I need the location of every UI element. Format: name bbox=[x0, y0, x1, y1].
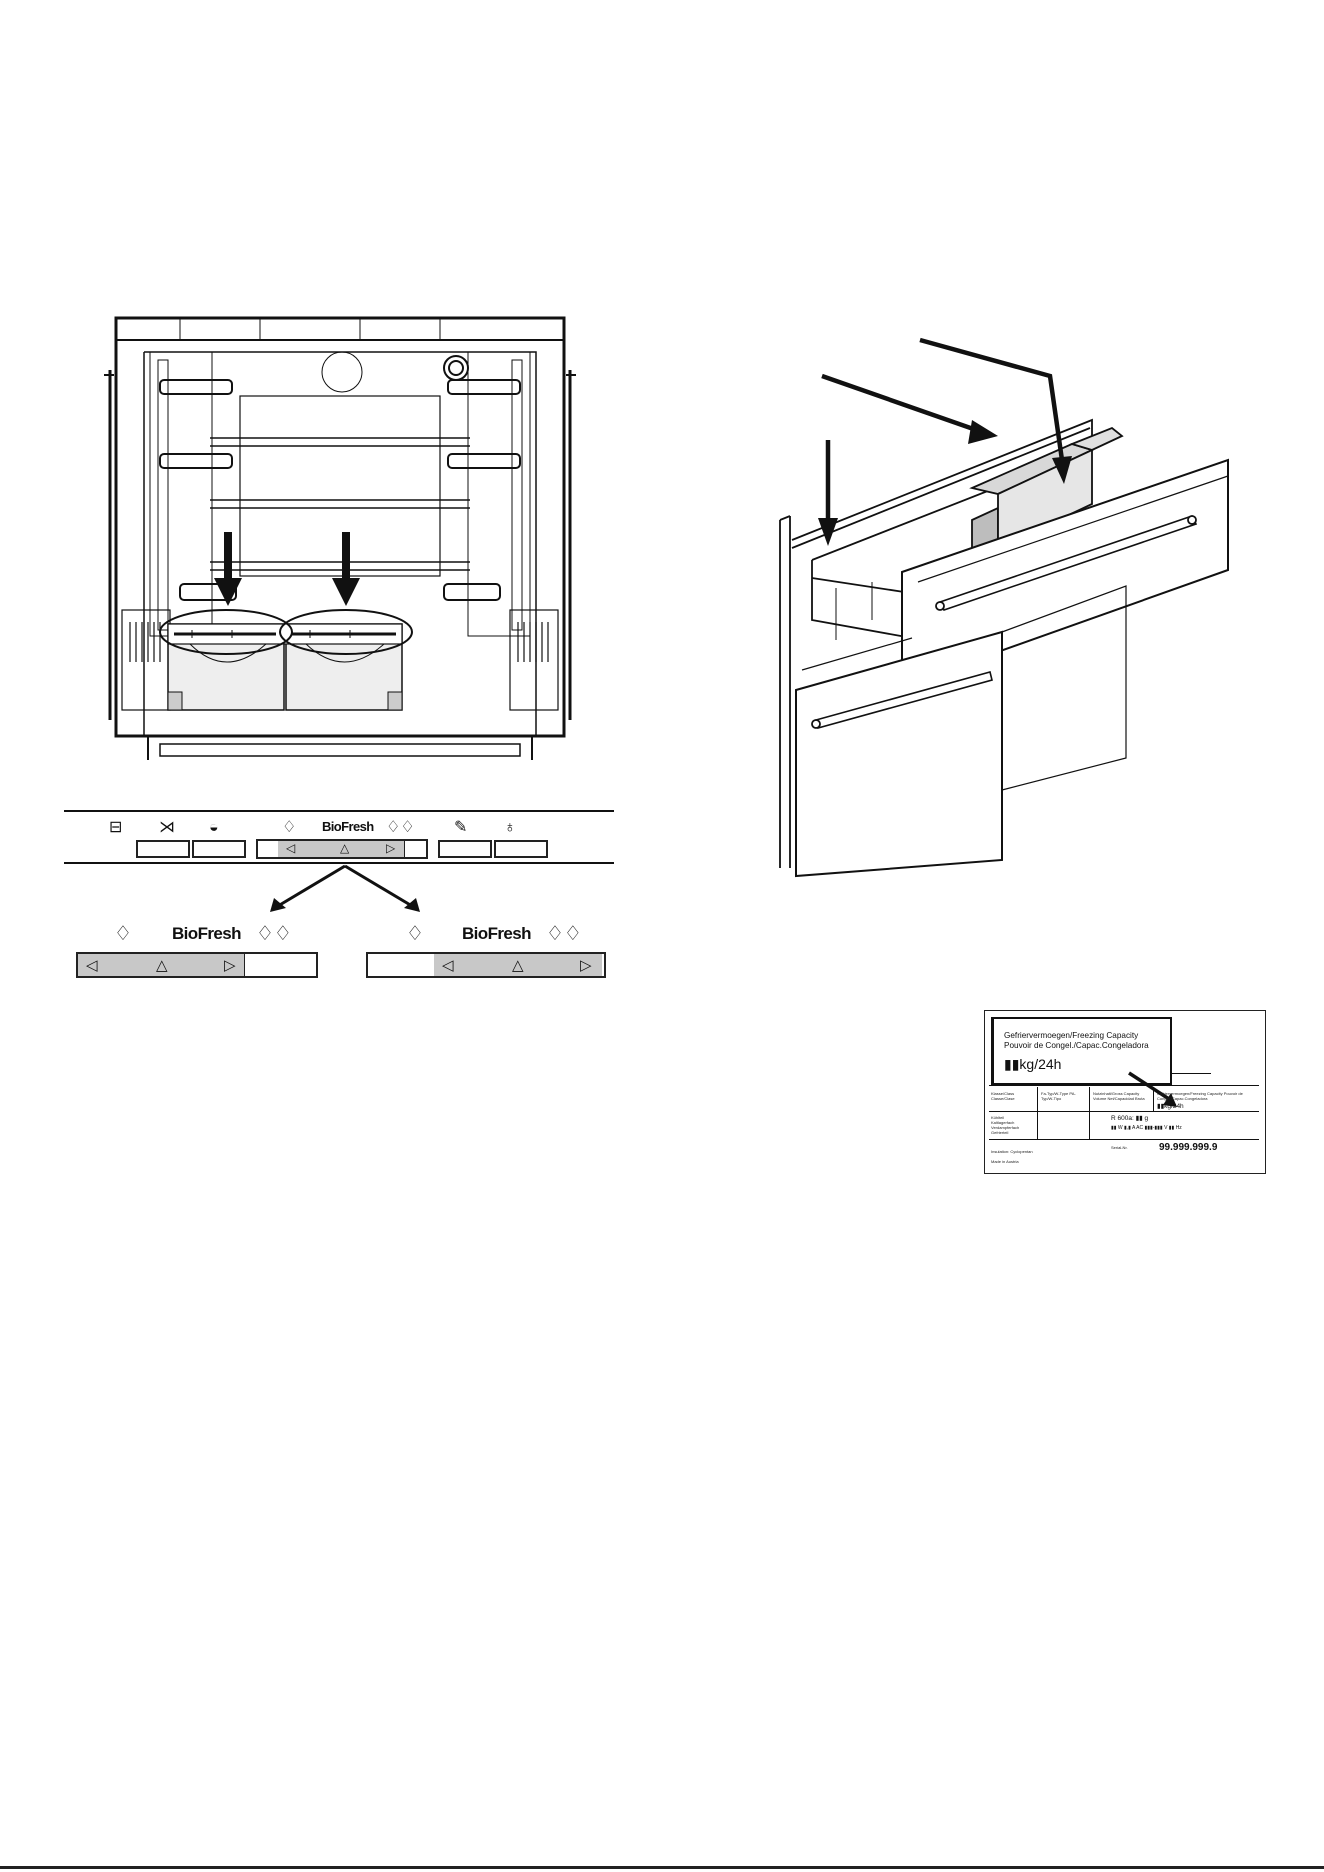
freezing-capacity-subtitle: Pouvoir de Congel./Capac.Congeladora bbox=[1004, 1041, 1149, 1050]
divider bbox=[989, 1085, 1259, 1086]
refrigerant-value: R 600a: ▮▮ g bbox=[1111, 1115, 1149, 1122]
divider bbox=[1153, 1087, 1154, 1111]
drop-icon: ♢ bbox=[406, 923, 424, 945]
row-label: Kühlteil bbox=[991, 1115, 1005, 1120]
carrot-button[interactable] bbox=[438, 840, 492, 858]
row-label: Verdampferfach bbox=[991, 1125, 1020, 1130]
expanded-panel-right: ♢ BioFresh ♢♢ ◁ △ ▷ bbox=[366, 920, 611, 980]
made-in-label: Made in Austria bbox=[991, 1159, 1019, 1164]
carrot-icon: ✎ bbox=[454, 819, 468, 836]
page-footer-rule bbox=[0, 1866, 1324, 1869]
insulation-label: Insulation: Cyclopentan bbox=[991, 1149, 1033, 1154]
divider bbox=[989, 1111, 1259, 1112]
apple-icon: ♁ bbox=[504, 819, 516, 836]
right-arrow-icon: ▷ bbox=[580, 957, 592, 974]
expanded-panel-left: ♢ BioFresh ♢♢ ◁ △ ▷ bbox=[76, 920, 321, 980]
class-label: Klasse/Class Classe/Clase bbox=[991, 1091, 1015, 1101]
divider bbox=[1089, 1087, 1090, 1139]
double-drop-icon: ♢♢ bbox=[256, 923, 292, 945]
right-arrow-icon: ▷ bbox=[224, 957, 236, 974]
biofresh-slider-left[interactable]: ◁ △ ▷ bbox=[76, 952, 318, 978]
apple-button[interactable] bbox=[494, 840, 548, 858]
type-label: Fa-Typ/W-Type PA-Typ/W-Tipo bbox=[1041, 1091, 1076, 1101]
drop-icon: ♢ bbox=[282, 819, 297, 836]
up-arrow-icon: △ bbox=[340, 841, 350, 855]
pointer-arrow-icon bbox=[1128, 1071, 1177, 1107]
cheese-icon: ◒ bbox=[209, 819, 219, 836]
left-arrow-icon: ◁ bbox=[86, 957, 98, 974]
serial-label: Serial-Nr. bbox=[1111, 1145, 1128, 1150]
rating-plate: Gefriervermoegen/Freezing Capacity Pouvo… bbox=[984, 1010, 1266, 1174]
row-label: Kaltlagerfach bbox=[991, 1120, 1015, 1125]
right-arrow-icon: ▷ bbox=[386, 841, 396, 855]
biofresh-label: BioFresh bbox=[322, 819, 374, 834]
biofresh-slider-right[interactable]: ◁ △ ▷ bbox=[366, 952, 606, 978]
left-arrow-icon: ◁ bbox=[442, 957, 454, 974]
drawer-illustration bbox=[779, 337, 1229, 878]
rating-plate-header: Gefriervermoegen/Freezing Capacity Pouvo… bbox=[991, 1017, 1172, 1085]
drop-icon: ♢ bbox=[114, 923, 132, 945]
double-drop-icon: ♢♢ bbox=[386, 819, 415, 836]
freezing-capacity-title: Gefriervermoegen/Freezing Capacity bbox=[1004, 1031, 1139, 1040]
left-arrow-icon: ◁ bbox=[286, 841, 296, 855]
fish-button[interactable] bbox=[192, 840, 246, 858]
fish-icon: ⋊ bbox=[159, 819, 175, 836]
serial-number: 99.999.999.9 bbox=[1159, 1142, 1218, 1153]
up-arrow-icon: △ bbox=[156, 957, 168, 974]
electrical-value: ▮▮ W ▮,▮ A AC ▮▮▮-▮▮▮ V ▮▮ Hz bbox=[1111, 1125, 1182, 1131]
freezing-capacity-value: ▮▮kg/24h bbox=[1004, 1056, 1062, 1072]
biofresh-label: BioFresh bbox=[462, 924, 531, 943]
control-panel-strip: ⊟ ⋊ ◒ ♢ BioFresh ♢♢ ✎ ♁ ◁ △ ▷ bbox=[64, 810, 614, 864]
biofresh-label: BioFresh bbox=[172, 924, 241, 943]
panel-top-line bbox=[64, 810, 614, 812]
divider bbox=[1037, 1087, 1038, 1139]
biofresh-slider[interactable]: ◁ △ ▷ bbox=[256, 839, 428, 859]
fridge-icon: ⊟ bbox=[109, 819, 123, 836]
capacity-label: Nutzinhalt/Gross Capacity Volume Net/Cap… bbox=[1093, 1091, 1145, 1101]
freezing-label: Gefriervermoegen/Freezing Capacity Pouvo… bbox=[1157, 1091, 1243, 1101]
split-arrows-diagram bbox=[270, 864, 420, 912]
panel-bottom-line bbox=[64, 862, 614, 864]
row-label: Gefrierteil bbox=[991, 1130, 1009, 1135]
fridge-button[interactable] bbox=[136, 840, 190, 858]
freezing-value: ▮▮kg/24h bbox=[1157, 1103, 1184, 1110]
up-arrow-icon: △ bbox=[512, 957, 524, 974]
divider bbox=[989, 1139, 1259, 1140]
divider bbox=[1171, 1073, 1211, 1074]
double-drop-icon: ♢♢ bbox=[546, 923, 582, 945]
fridge-interior-illustration bbox=[104, 316, 576, 760]
